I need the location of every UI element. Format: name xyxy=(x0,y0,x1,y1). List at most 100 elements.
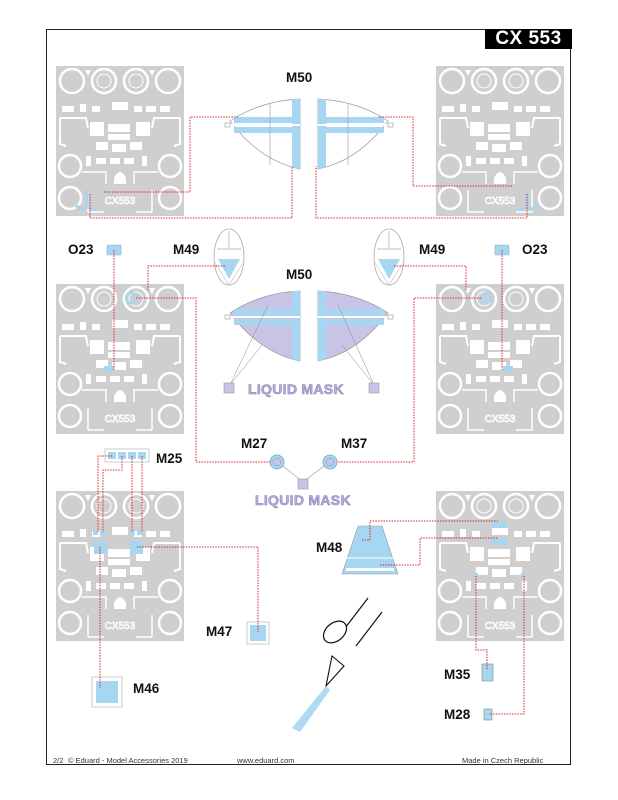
sheet-ring xyxy=(537,153,563,179)
part-m49-left xyxy=(213,228,245,286)
sheet-background xyxy=(56,491,184,641)
sheet-code-text: CX553 xyxy=(105,196,136,207)
sheet-ring-inner xyxy=(96,73,112,89)
sheet-ring xyxy=(122,67,150,95)
sheet-panel xyxy=(442,531,454,537)
sheet-frame-line xyxy=(462,596,538,609)
sheet-panel xyxy=(470,547,484,561)
sheet-panel xyxy=(472,324,480,330)
liquid-leader-line xyxy=(337,304,375,386)
sheet-panel xyxy=(494,390,506,402)
liquid-mask-swatch xyxy=(223,382,235,394)
sheet-console xyxy=(59,335,89,365)
sheet-triangle xyxy=(85,495,91,501)
sheet-panel xyxy=(136,122,150,136)
sheet-panel xyxy=(96,583,106,589)
sheet-triangle xyxy=(85,70,91,76)
sheet-panel xyxy=(494,172,506,184)
sheet-console xyxy=(59,542,89,572)
sheet-frame-line xyxy=(82,389,158,402)
sheet-triangle xyxy=(529,495,535,501)
applicator-body xyxy=(341,597,383,647)
highlight-m25-sheet xyxy=(137,530,142,535)
sheet-panel xyxy=(86,156,91,166)
sheet-panel xyxy=(90,122,104,136)
canopy-outline xyxy=(317,290,389,362)
highlight-m48-sheet xyxy=(492,521,508,528)
sheet-ring xyxy=(534,285,562,313)
sheet-panel xyxy=(476,360,488,368)
sheet-panel xyxy=(112,320,128,328)
sheet-panel xyxy=(492,320,508,328)
highlight-o23-sheet-right xyxy=(503,366,513,372)
sheet-ring xyxy=(157,610,183,636)
canopy-frame-strip xyxy=(318,319,384,325)
part-m28 xyxy=(483,708,493,721)
leader-line xyxy=(89,166,293,219)
sheet-panel xyxy=(142,156,147,166)
sheet-ring xyxy=(438,492,466,520)
canopy-frame-strip xyxy=(234,319,300,325)
sheet-panel xyxy=(522,581,527,591)
sheet-code-text: CX553 xyxy=(105,414,136,425)
sheet-ring xyxy=(157,371,183,397)
sheet-panel xyxy=(96,567,108,575)
sheet-ring xyxy=(57,371,83,397)
sheet-panel xyxy=(110,583,120,589)
sheet-triangle xyxy=(465,70,471,76)
sheet-ring xyxy=(502,67,530,95)
highlight-m50-sheet-right xyxy=(517,190,539,212)
sheet-ring-inner xyxy=(508,73,524,89)
liquid-mask-applicator-icon xyxy=(292,597,383,732)
sheet-panel xyxy=(514,324,522,330)
sheet-panel xyxy=(488,134,510,140)
part-m50-liquid-left xyxy=(224,290,301,362)
sheet-panel xyxy=(510,360,522,368)
sheet-ring xyxy=(122,285,150,313)
canopy-outline xyxy=(317,98,389,170)
sheet-panel xyxy=(92,324,100,330)
highlight-m50-sheet-left xyxy=(75,190,97,212)
sheet-triangle xyxy=(529,70,535,76)
sheet-ring xyxy=(502,285,530,313)
canopy-tab xyxy=(387,122,394,128)
sheet-ring xyxy=(90,67,118,95)
sheet-panel xyxy=(108,134,130,140)
highlight-o23-sheet-left xyxy=(104,366,114,372)
sheet-triangle xyxy=(149,288,155,294)
label-m48: M48 xyxy=(316,540,343,555)
label-m25: M25 xyxy=(156,451,183,466)
sheet-ring xyxy=(58,492,86,520)
sheet-ring xyxy=(90,285,118,313)
sheet-ring xyxy=(157,403,183,429)
sheet-ring xyxy=(537,403,563,429)
sheet-background xyxy=(56,284,184,434)
sheet-ring xyxy=(57,610,83,636)
sheet-ring xyxy=(57,403,83,429)
m49-frame xyxy=(214,262,244,286)
sheet-panel xyxy=(108,124,130,132)
sheet-panel xyxy=(108,549,130,557)
sheet-ring xyxy=(534,492,562,520)
part-m49-right xyxy=(373,228,405,286)
label-m37: M37 xyxy=(341,436,368,451)
footer-website[interactable]: www.eduard.com xyxy=(237,756,295,765)
sheet-panel xyxy=(108,342,130,350)
sheet-ring xyxy=(58,67,86,95)
leader-line xyxy=(475,576,488,670)
mask-sheet-mid-left: CX553 xyxy=(56,284,184,434)
part-ring-inner xyxy=(325,457,335,467)
sheet-ring xyxy=(157,185,183,211)
sheet-frame-line xyxy=(462,171,538,184)
label-m47: M47 xyxy=(206,624,233,639)
sheet-panel xyxy=(526,324,536,330)
sheet-ring xyxy=(470,67,498,95)
sheet-panel xyxy=(526,531,536,537)
sheet-panel xyxy=(160,531,170,537)
sheet-panel xyxy=(470,122,484,136)
highlight-m28-sheet xyxy=(521,573,525,579)
sheet-ring-inner xyxy=(476,498,492,514)
sheet-panel xyxy=(472,106,480,112)
sheet-panel xyxy=(492,362,506,370)
